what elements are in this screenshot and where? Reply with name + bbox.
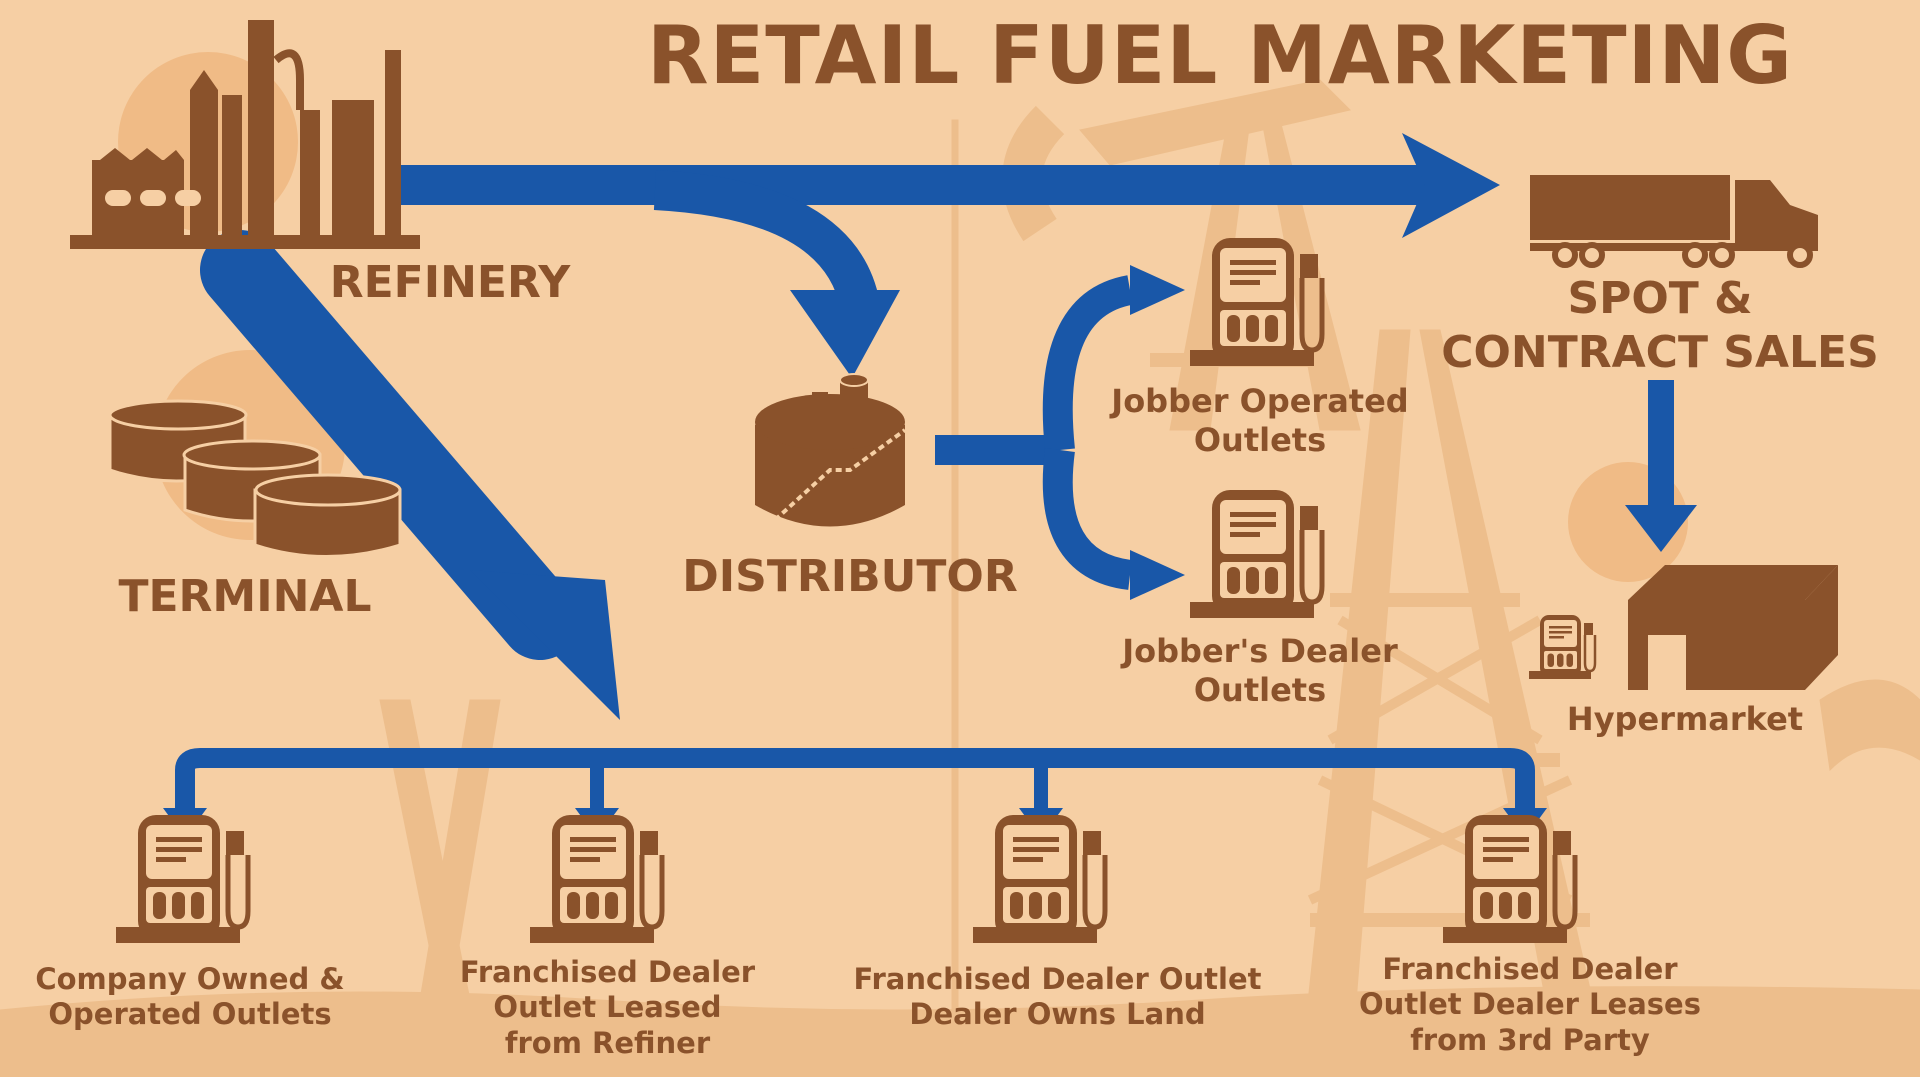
flow-arrows [163,133,1697,838]
arrow-distributor-to-jobber-operated-head [1130,265,1185,315]
warehouse-icon [1628,565,1838,690]
arrow-distributor-to-jobber-dealer [1042,448,1133,590]
franchised-third-party-line1: Franchised Dealer [1382,952,1678,986]
franchised-leased-line1: Franchised Dealer [459,955,756,989]
franchised-third-party-label: Franchised Dealer Outlet Dealer Leases f… [1320,952,1740,1058]
storage-tanks-icon [108,399,402,558]
arrow-refinery-to-distributor [653,170,880,310]
arrow-distributor-to-jobber-dealer-head [1130,550,1185,600]
arrow-refinery-to-spot-head [1402,133,1500,238]
spot-label-line1: SPOT & [1567,273,1753,324]
franchised-owns-land-label: Franchised Dealer Outlet Dealer Owns Lan… [820,962,1295,1033]
jobber-operated-line1: Jobber Operated [1111,382,1409,420]
spot-label-line2: CONTRACT SALES [1441,326,1879,378]
company-owned-label: Company Owned & Operated Outlets [10,962,370,1033]
terminal-label: TERMINAL [118,571,372,622]
distributor-label: DISTRIBUTOR [682,551,1018,602]
franchised-owns-land-line2: Dealer Owns Land [909,997,1206,1032]
jobber-operated-label: Jobber Operated Outlets [1080,382,1440,460]
arrow-spot-to-hypermarket-head [1625,505,1697,552]
arrow-refinery-to-spot-shaft [390,165,1430,205]
arrow-distributor-to-jobber-operated [1042,275,1134,452]
pump-company-owned [116,815,248,943]
pump-franchised-owns-land [973,815,1105,943]
jobber-dealer-line2: Outlets [1193,671,1327,710]
franchised-third-party-line2: Outlet Dealer Leases [1359,987,1701,1022]
pump-jobber-dealer [1190,490,1322,618]
jobber-dealer-label: Jobber's Dealer Outlets [1080,632,1440,710]
franchised-leased-line3: from Refiner [504,1025,711,1060]
franchised-leased-line2: Outlet Leased [493,990,722,1025]
franchised-owns-land-line1: Franchised Dealer Outlet [853,962,1262,996]
refinery-label: REFINERY [329,257,571,308]
arrow-refinery-to-outlets-head [470,570,620,720]
arrow-spot-to-hypermarket-shaft [1648,380,1674,510]
jobber-dealer-line1: Jobber's Dealer [1122,632,1398,670]
storage-tank-icon [755,373,907,527]
arrow-refinery-to-outlets [200,230,580,660]
jobber-operated-line2: Outlets [1193,421,1327,460]
franchised-third-party-line3: from 3rd Party [1410,1022,1650,1057]
spot-contract-label: SPOT & CONTRACT SALES [1400,272,1920,379]
company-owned-line2: Operated Outlets [48,997,332,1032]
refinery-icon [70,20,420,249]
arrow-refinery-to-distributor-head [790,290,900,378]
truck-icon [1530,175,1818,268]
pump-franchised-leased [530,815,662,943]
hypermarket-label: Hypermarket [1566,700,1804,738]
outlet-distribution-bar [175,748,1535,820]
page-title: RETAIL FUEL MARKETING [647,9,1793,102]
company-owned-line1: Company Owned & [35,962,345,996]
franchised-leased-label: Franchised Dealer Outlet Leased from Ref… [420,955,795,1061]
